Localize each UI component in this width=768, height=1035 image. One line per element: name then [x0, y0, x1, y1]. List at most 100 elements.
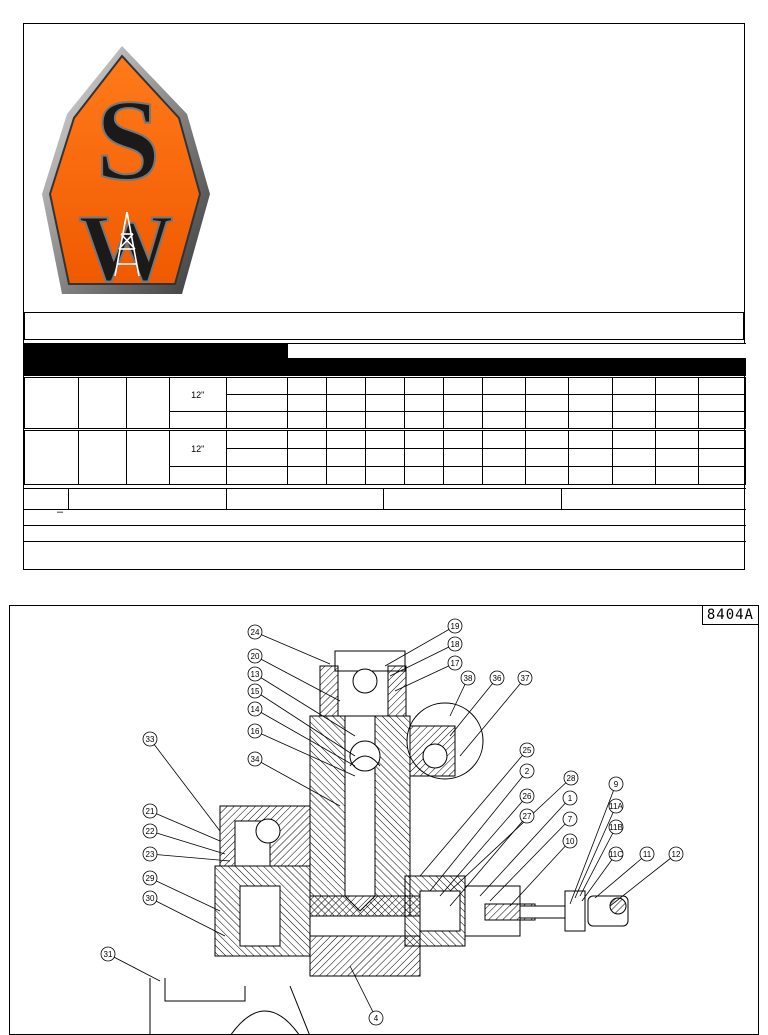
callout-12: 12: [609, 846, 684, 907]
callout-circle: [519, 788, 535, 804]
leader-line: [349, 965, 377, 1019]
cell: [24, 430, 79, 485]
leader-line: [579, 826, 617, 897]
callout-label: 38: [464, 674, 473, 683]
callout-33: 33: [142, 731, 221, 832]
cell: [125, 377, 170, 429]
callout-circle: [142, 890, 158, 906]
leader-line: [574, 805, 617, 899]
callout-31: 31: [100, 946, 161, 982]
callout-label: 16: [251, 727, 260, 736]
callout-label: 17: [451, 659, 460, 668]
leader-line: [149, 738, 221, 832]
leader-line: [609, 853, 677, 907]
leader-line: [254, 655, 341, 702]
callout-label: 13: [251, 670, 260, 679]
cell: [77, 430, 127, 485]
leader-line: [449, 815, 528, 907]
callout-label: 25: [523, 746, 532, 755]
spec-table-2: 12": [24, 430, 746, 485]
callout-24: 24: [247, 624, 331, 665]
callout-15: 15: [247, 683, 356, 757]
leader-line: [254, 708, 356, 767]
callout-18: 18: [389, 636, 463, 677]
callout-11C: 11C: [581, 846, 624, 902]
callout-11: 11: [594, 846, 655, 899]
callout-circle: [142, 870, 158, 886]
callout-22: 22: [142, 823, 226, 855]
callout-label: 15: [251, 687, 260, 696]
spec-table-1: 12": [24, 377, 746, 429]
notes-section: –: [24, 488, 746, 542]
callout-2: 2: [429, 763, 535, 892]
leader-line: [429, 770, 528, 892]
callout-label: 24: [251, 628, 260, 637]
callout-label: 9: [614, 780, 619, 789]
callout-label: 23: [146, 850, 155, 859]
callout-21: 21: [142, 803, 221, 842]
note-dash: –: [57, 506, 64, 518]
callout-11A: 11A: [574, 798, 624, 899]
callout-circle: [519, 808, 535, 824]
callout-16: 16: [247, 723, 356, 777]
leader-line: [581, 853, 617, 902]
leader-line: [459, 677, 526, 757]
cell: [125, 430, 170, 485]
callout-circle: [100, 946, 116, 962]
size-cell: 12": [168, 430, 227, 467]
callout-label: 36: [493, 674, 502, 683]
callout-circle: [247, 751, 263, 767]
callout-label: 26: [523, 792, 532, 801]
callout-label: 12: [672, 850, 681, 859]
leader-line: [149, 810, 221, 842]
callout-circle: [608, 798, 624, 814]
callout-circle: [562, 790, 578, 806]
lower-valve-body: [214, 805, 421, 977]
callout-label: 11B: [609, 823, 623, 832]
callout-label: 7: [568, 815, 573, 824]
callout-label: 27: [523, 812, 532, 821]
leader-line: [449, 777, 572, 892]
leader-line: [254, 730, 356, 777]
callout-circle: [562, 833, 578, 849]
callout-1: 1: [479, 790, 578, 897]
leader-line: [479, 797, 571, 897]
callout-label: 14: [251, 705, 260, 714]
callout-circle: [447, 618, 463, 634]
inlet-pipe: [149, 978, 310, 1034]
callout-7: 7: [489, 811, 578, 902]
callout-circle: [142, 803, 158, 819]
callout-label: 22: [146, 827, 155, 836]
leader-line: [149, 830, 226, 855]
callout-label: 19: [451, 622, 460, 631]
callout-26: 26: [439, 788, 535, 897]
callout-circle: [608, 776, 624, 792]
data-sheet: S W 12": [23, 23, 746, 570]
callout-label: 34: [251, 755, 260, 764]
upper-valve-body: [309, 650, 411, 917]
callout-circle: [142, 823, 158, 839]
callout-34: 34: [247, 751, 341, 807]
callout-37: 37: [459, 670, 533, 757]
callout-14: 14: [247, 701, 356, 767]
callout-circle: [517, 670, 533, 686]
leader-line: [254, 690, 356, 757]
callout-label: 11C: [609, 850, 623, 859]
callout-13: 13: [247, 666, 356, 737]
size-cell: 12": [168, 377, 227, 412]
callout-label: 18: [451, 640, 460, 649]
leader-line: [594, 853, 648, 899]
leader-line: [449, 677, 498, 737]
callout-label: 28: [567, 774, 576, 783]
callout-label: 10: [566, 837, 575, 846]
callout-17: 17: [394, 655, 463, 692]
callout-circle: [247, 666, 263, 682]
callout-label: 31: [104, 950, 113, 959]
leader-line: [569, 783, 617, 905]
callout-circle: [447, 636, 463, 652]
callout-circle: [563, 770, 579, 786]
actuator-assembly: [404, 875, 629, 947]
callout-label: 11: [643, 850, 652, 859]
